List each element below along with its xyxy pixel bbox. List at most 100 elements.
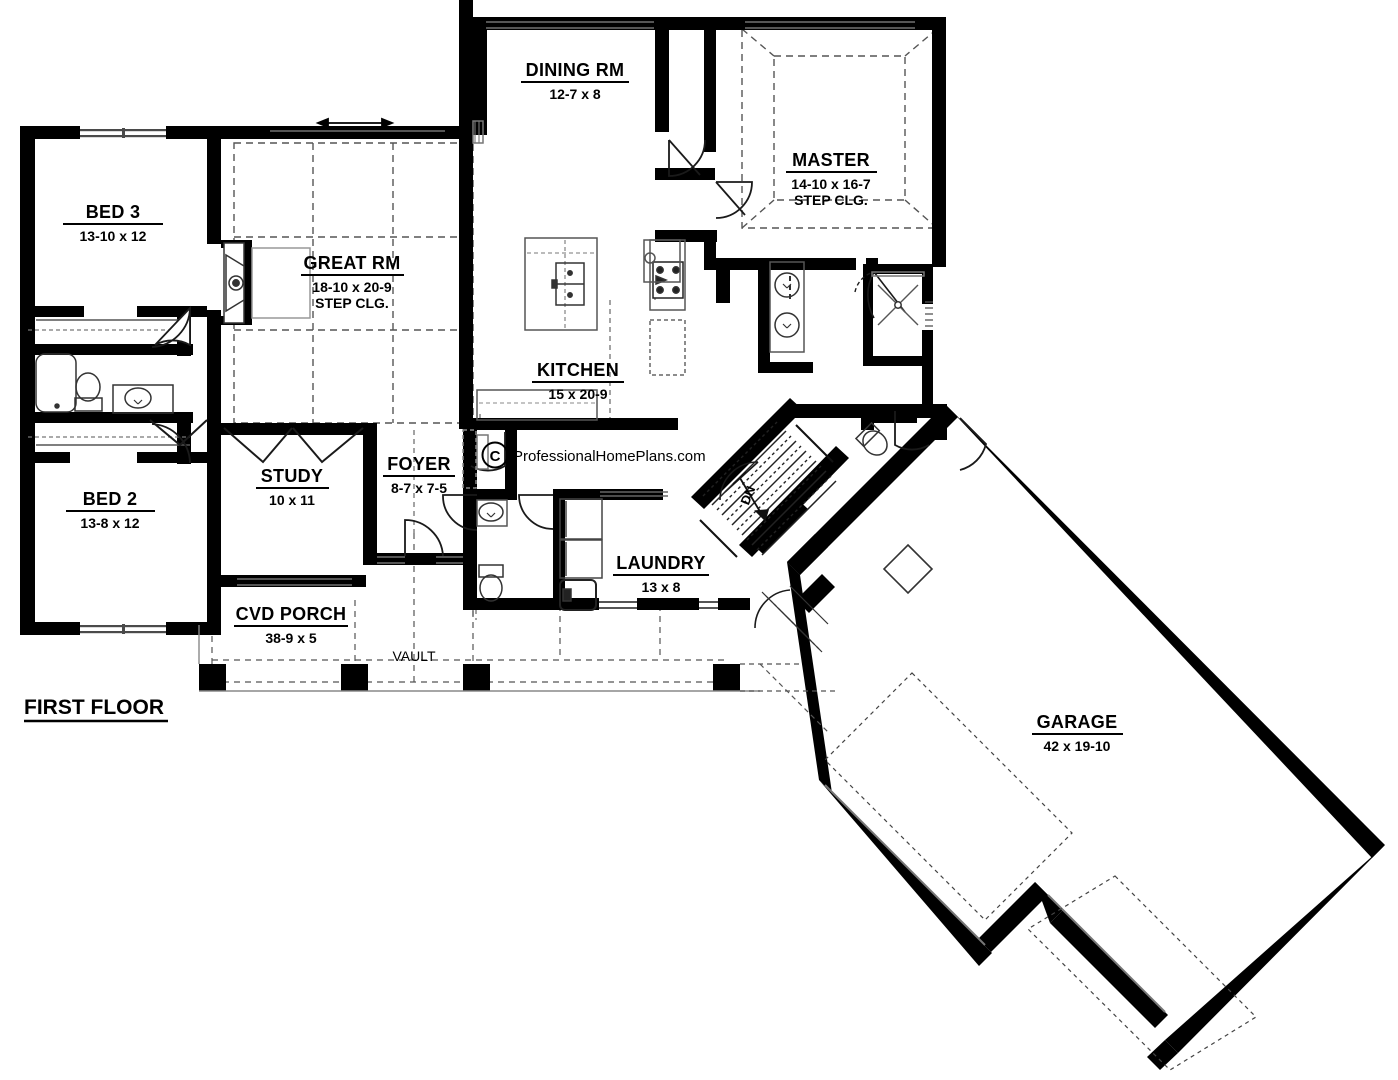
- room-label-bed3: BED 3 13-10 x 12: [63, 202, 163, 244]
- hearth-slab: [251, 247, 311, 319]
- laundry-win-a: [599, 601, 637, 603]
- copyright-circle-icon: [481, 441, 509, 469]
- porch-column-2: [341, 664, 368, 691]
- powder-toilet-tank: [478, 564, 504, 578]
- porch-column-4: [713, 664, 740, 691]
- wall-laundry-bot-b: [637, 598, 699, 610]
- wall-garage-left-stub: [787, 534, 828, 575]
- wall-closet2-bot-b: [137, 452, 207, 463]
- svg-text:LAUNDRY: LAUNDRY: [616, 553, 705, 573]
- tub-drain: [54, 403, 60, 409]
- svg-text:STUDY: STUDY: [261, 466, 324, 486]
- sink-hall-bath: [124, 387, 152, 409]
- wall-laundry-bot-c: [718, 598, 750, 610]
- wall-mbath-left: [758, 258, 770, 373]
- wall-powder-left2: [463, 489, 477, 609]
- powder-closet: [476, 434, 489, 470]
- kitchen-pantry: [649, 319, 686, 376]
- laundry-sink: [559, 579, 597, 611]
- wall-master-bottom: [716, 258, 856, 270]
- garage-floor-drain-icon: [882, 543, 934, 595]
- wall-hall-mid: [655, 168, 715, 180]
- svg-text:42 x 19-10: 42 x 19-10: [1044, 738, 1111, 754]
- foyer-door-a: [377, 556, 405, 558]
- wall-mbath-bot: [758, 362, 813, 373]
- wall-bed2-right: [207, 430, 221, 635]
- wall-bed3-top-left: [20, 126, 80, 139]
- wall-bed2-bottom-right: [166, 622, 221, 635]
- foyer-door-d: [436, 562, 464, 564]
- wall-kitchen-bottom: [473, 418, 678, 430]
- svg-text:13-10 x 12: 13-10 x 12: [80, 228, 147, 244]
- copyright-group: C ProfessionalHomePlans.com: [481, 441, 706, 469]
- room-label-foyer: FOYER 8-7 x 7-5: [383, 454, 455, 496]
- svg-text:BED 3: BED 3: [86, 202, 141, 222]
- mud-toilet-tank: [854, 421, 881, 448]
- window-study-b: [237, 584, 352, 586]
- svg-text:14-10 x 16-7: 14-10 x 16-7: [791, 176, 871, 192]
- powder-toilet: [479, 574, 503, 602]
- svg-text:10 x 11: 10 x 11: [269, 492, 315, 508]
- page-title: FIRST FLOOR: [24, 696, 164, 719]
- svg-text:CVD PORCH: CVD PORCH: [236, 604, 347, 624]
- wall-great-right: [459, 139, 473, 429]
- foyer-closet: [462, 429, 477, 489]
- wall-shower-right-b: [922, 330, 933, 366]
- svg-text:BED 2: BED 2: [83, 489, 138, 509]
- vanity-hall-bath: [112, 384, 174, 414]
- walls-group: [20, 0, 1385, 1070]
- wall-closet2-bot-a: [20, 452, 70, 463]
- laundry-sink-faucet: [562, 588, 572, 602]
- slider-arrow-group: [315, 117, 395, 129]
- wall-hall-right2: [704, 230, 716, 270]
- svg-text:GREAT RM: GREAT RM: [303, 253, 400, 273]
- wall-study-right: [363, 423, 377, 553]
- wall-dining-left: [473, 17, 487, 135]
- garage-door-lines: [824, 784, 1166, 1013]
- wall-stair-upper-angled: [691, 398, 803, 509]
- window-master-b: [745, 27, 915, 29]
- copyright-text: ProfessionalHomePlans.com: [513, 448, 706, 465]
- stairs-group: [699, 421, 837, 653]
- wall-powder-right: [505, 429, 517, 491]
- wall-dining-top: [473, 17, 668, 30]
- svg-text:15 x 20-9: 15 x 20-9: [548, 386, 607, 402]
- svg-text:GARAGE: GARAGE: [1037, 712, 1118, 732]
- refrigerator: [643, 239, 681, 283]
- foyer-door-b: [377, 562, 405, 564]
- mud-toilet: [862, 430, 888, 456]
- wall-garage-sm1: [796, 574, 835, 613]
- svg-text:MASTER: MASTER: [792, 150, 870, 170]
- room-label-master: MASTER 14-10 x 16-7 STEP CLG.: [786, 150, 877, 208]
- svg-text:12-7 x 8: 12-7 x 8: [549, 86, 601, 102]
- room-label-bed2: BED 2 13-8 x 12: [66, 489, 155, 531]
- svg-text:FOYER: FOYER: [387, 454, 451, 474]
- wall-stair-corner: [750, 497, 808, 554]
- kitchen-counter-bottom: [476, 389, 598, 421]
- svg-text:STEP CLG.: STEP CLG.: [794, 192, 868, 208]
- wall-garage-lower-right: [1165, 845, 1385, 1053]
- room-label-garage: GARAGE 42 x 19-10: [1032, 712, 1123, 754]
- svg-text:KITCHEN: KITCHEN: [537, 360, 619, 380]
- wall-great-topleft: [221, 126, 235, 139]
- wall-closet3-top-a: [34, 306, 84, 317]
- wall-powder-left: [463, 429, 477, 489]
- wall-garage-notch-c: [1050, 910, 1168, 1028]
- porch-walk-dashed: [740, 663, 838, 735]
- fireplace-flue-outer: [228, 275, 244, 291]
- fireplace-flue-inner: [232, 279, 240, 287]
- porch-columns: [199, 664, 740, 691]
- wall-closet3-top-b: [137, 306, 207, 317]
- wall-bath-bottom: [20, 412, 193, 423]
- room-label-dining-rm: DINING RM 12-7 x 8: [521, 60, 629, 102]
- vault-note: VAULT: [392, 648, 435, 664]
- wall-left-exterior: [20, 126, 35, 635]
- laundry-win-c: [699, 601, 718, 603]
- room-label-kitchen: KITCHEN 15 x 20-9: [532, 360, 624, 402]
- wall-garage-left-upper-fill: [787, 562, 832, 793]
- laundry-win-b: [599, 607, 637, 609]
- wall-garage-left-lower: [819, 780, 992, 966]
- room-label-study: STUDY 10 x 11: [256, 466, 329, 508]
- toilet-tank: [74, 397, 103, 412]
